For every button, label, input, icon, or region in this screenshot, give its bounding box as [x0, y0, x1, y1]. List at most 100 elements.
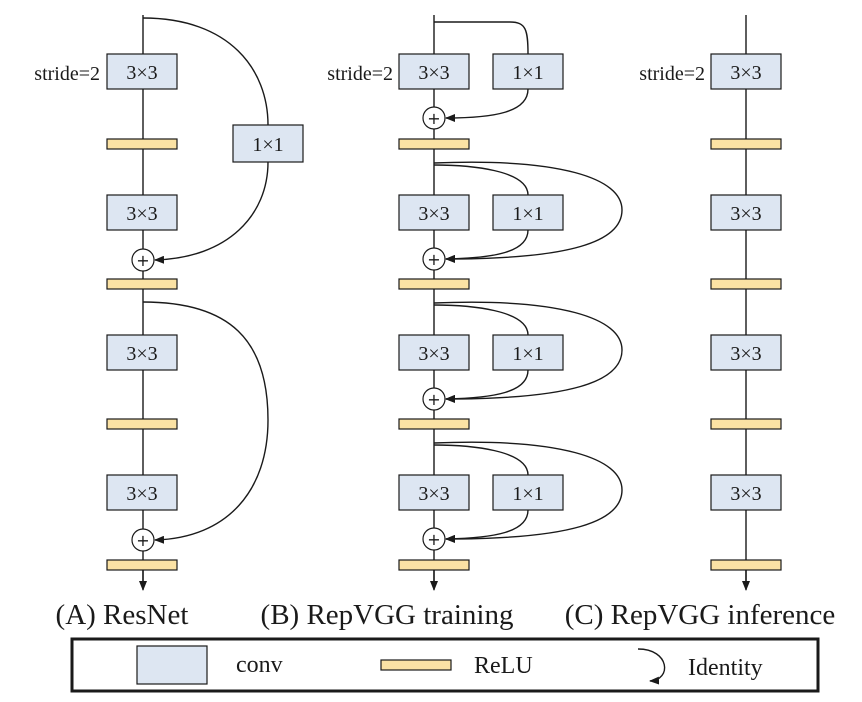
plus-sign: +	[136, 251, 149, 270]
conv-3x3-block: 3×3	[398, 194, 470, 231]
legend: conv ReLU Identity	[70, 637, 820, 693]
branch-1x1-top	[433, 304, 529, 336]
relu-bar	[106, 278, 178, 290]
conv-3x3-block: 3×3	[710, 194, 782, 231]
conv-label: 1×1	[252, 134, 283, 156]
stride-label: stride=2	[639, 63, 705, 85]
conv-3x3-block: 3×3	[106, 53, 178, 90]
relu-bar	[710, 278, 782, 290]
plus-sign: +	[427, 530, 440, 549]
legend-conv-label: conv	[236, 652, 283, 678]
conv-label: 3×3	[730, 62, 761, 84]
conv-label: 3×3	[730, 483, 761, 505]
conv-label: 1×1	[512, 483, 543, 505]
conv-box	[106, 53, 178, 90]
conv-3x3-block: 3×3	[710, 53, 782, 90]
conv-label: 1×1	[512, 343, 543, 365]
conv-1x1-block: 1×1	[492, 334, 564, 371]
repvgg-inference-column: stride=2 3×3 3×3 3×3 3×3 (C) RepVGG infe…	[565, 15, 836, 631]
conv-box	[106, 334, 178, 371]
legend-relu-label: ReLU	[474, 653, 533, 679]
conv-label: 3×3	[126, 483, 157, 505]
conv-box	[492, 474, 564, 511]
branch-1x1-bottom	[445, 369, 529, 403]
conv-box	[492, 53, 564, 90]
caption-resnet: (A) ResNet	[56, 599, 189, 631]
conv-label: 3×3	[730, 343, 761, 365]
conv-label: 3×3	[418, 343, 449, 365]
branch-1x1-bottom	[445, 229, 529, 263]
conv-3x3-block: 3×3	[710, 334, 782, 371]
conv-label: 3×3	[730, 203, 761, 225]
conv-label: 1×1	[512, 203, 543, 225]
legend-identity-label: Identity	[688, 655, 763, 681]
branch-1x1-top	[434, 21, 529, 55]
conv-box	[398, 334, 470, 371]
conv-1x1-block: 1×1	[492, 194, 564, 231]
conv-label: 1×1	[512, 62, 543, 84]
add-node: +	[422, 387, 446, 411]
conv-1x1-block: 1×1	[492, 474, 564, 511]
conv-3x3-block: 3×3	[106, 194, 178, 231]
add-node: +	[422, 247, 446, 271]
caption-repvgg-training: (B) RepVGG training	[261, 599, 514, 631]
conv-label: 3×3	[126, 62, 157, 84]
branch-1x1-bottom	[445, 88, 529, 122]
plus-sign: +	[427, 250, 440, 269]
relu-bar	[106, 138, 178, 150]
conv-box	[710, 53, 782, 90]
resnet-shortcut-1-bottom	[154, 161, 269, 264]
relu-bar	[398, 138, 470, 150]
conv-box	[398, 194, 470, 231]
conv-box	[232, 124, 304, 163]
branch-1x1-top	[433, 164, 529, 196]
caption-repvgg-inference: (C) RepVGG inference	[565, 599, 836, 631]
add-node: +	[422, 106, 446, 130]
add-node: +	[131, 248, 155, 272]
conv-label: 3×3	[126, 343, 157, 365]
conv-box	[106, 194, 178, 231]
stride-label: stride=2	[34, 63, 100, 85]
relu-bar	[106, 559, 178, 571]
branch-1x1-top	[433, 444, 529, 476]
conv-label: 3×3	[126, 203, 157, 225]
relu-bar	[398, 278, 470, 290]
plus-sign: +	[427, 109, 440, 128]
conv-box	[492, 334, 564, 371]
conv-label: 3×3	[418, 483, 449, 505]
conv-3x3-block: 3×3	[106, 474, 178, 511]
relu-bar	[398, 418, 470, 430]
resnet-shortcut-2	[142, 301, 269, 544]
identity-branch	[433, 301, 623, 403]
relu-bar	[106, 418, 178, 430]
conv-3x3-block: 3×3	[106, 334, 178, 371]
relu-bar	[710, 559, 782, 571]
relu-bar	[710, 418, 782, 430]
plus-sign: +	[136, 531, 149, 550]
conv-box	[492, 194, 564, 231]
conv-3x3-block: 3×3	[398, 53, 470, 90]
conv-1x1-projection: 1×1	[232, 124, 304, 163]
resnet-column: stride=2 3×3 1×1 3×3 + 3×3 3×3	[34, 15, 304, 631]
conv-3x3-block: 3×3	[398, 334, 470, 371]
resnet-shortcut-1-top	[142, 17, 269, 126]
add-node: +	[131, 528, 155, 552]
legend-conv-swatch	[136, 645, 208, 685]
conv-label: 3×3	[418, 62, 449, 84]
identity-branch	[433, 441, 623, 543]
conv-3x3-block: 3×3	[710, 474, 782, 511]
identity-branch	[433, 161, 623, 263]
conv-box	[710, 334, 782, 371]
identity-arrow-icon	[637, 648, 666, 685]
conv-3x3-block: 3×3	[398, 474, 470, 511]
stride-label: stride=2	[327, 63, 393, 85]
conv-box	[398, 474, 470, 511]
legend-relu-swatch	[380, 659, 452, 671]
repvgg-training-column: stride=2 3×3 1×1 + 3×3 1×1 +	[261, 15, 623, 631]
conv-box	[398, 53, 470, 90]
branch-1x1-bottom	[445, 509, 529, 543]
conv-box	[710, 194, 782, 231]
conv-box	[710, 474, 782, 511]
plus-sign: +	[427, 390, 440, 409]
